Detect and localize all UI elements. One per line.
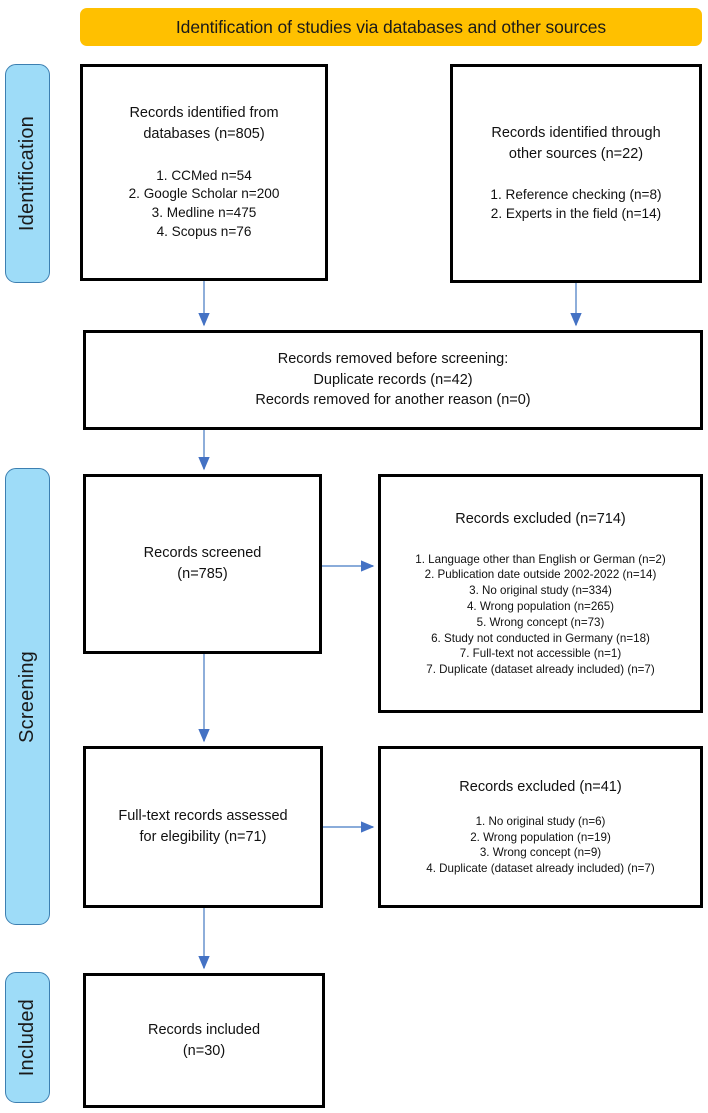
box-records-excluded-screening: Records excluded (n=714) 1. Language oth… — [378, 474, 703, 713]
box-records-excluded-eligibility: Records excluded (n=41) 1. No original s… — [378, 746, 703, 908]
stage-label-screening: Screening — [16, 650, 38, 743]
stage-pill-identification: Identification — [5, 64, 50, 283]
box-records-screened: Records screened (n=785) — [83, 474, 322, 654]
box-databases-title: Records identified from databases (n=805… — [129, 105, 279, 142]
box-other-sources-list: 1. Reference checking (n=8) 2. Experts i… — [490, 187, 662, 222]
box-databases-source-list: 1. CCMed n=54 2. Google Scholar n=200 3.… — [128, 167, 280, 239]
box-excluded-screening-reason-list: 1. Language other than English or German… — [415, 552, 666, 677]
box-records-identified-other-sources: Records identified through other sources… — [450, 64, 702, 283]
box-other-sources-title: Records identified through other sources… — [491, 125, 661, 162]
box-fulltext-title: Full-text records assessed for elegibili… — [118, 808, 288, 845]
stage-label-included: Included — [16, 998, 38, 1077]
box-records-included: Records included (n=30) — [83, 973, 325, 1108]
box-excluded-screening-title: Records excluded (n=714) — [455, 511, 626, 528]
stage-label-identification: Identification — [16, 115, 38, 232]
box-screened-title: Records screened (n=785) — [143, 545, 262, 582]
box-included-title: Records included (n=30) — [147, 1021, 261, 1059]
stage-pill-screening: Screening — [5, 468, 50, 925]
box-records-identified-databases: Records identified from databases (n=805… — [80, 64, 328, 281]
header-title: Identification of studies via databases … — [175, 16, 607, 37]
box-records-removed-before-screening: Records removed before screening: Duplic… — [83, 330, 703, 430]
box-excluded-eligibility-reason-list: 1. No original study (n=6) 2. Wrong popu… — [426, 814, 655, 876]
box-excluded-eligibility-title: Records excluded (n=41) — [459, 779, 622, 796]
box-fulltext-records-assessed: Full-text records assessed for elegibili… — [83, 746, 323, 908]
diagram-header-banner: Identification of studies via databases … — [80, 8, 702, 46]
box-removed-title: Records removed before screening: Duplic… — [255, 351, 531, 409]
stage-pill-included: Included — [5, 972, 50, 1103]
